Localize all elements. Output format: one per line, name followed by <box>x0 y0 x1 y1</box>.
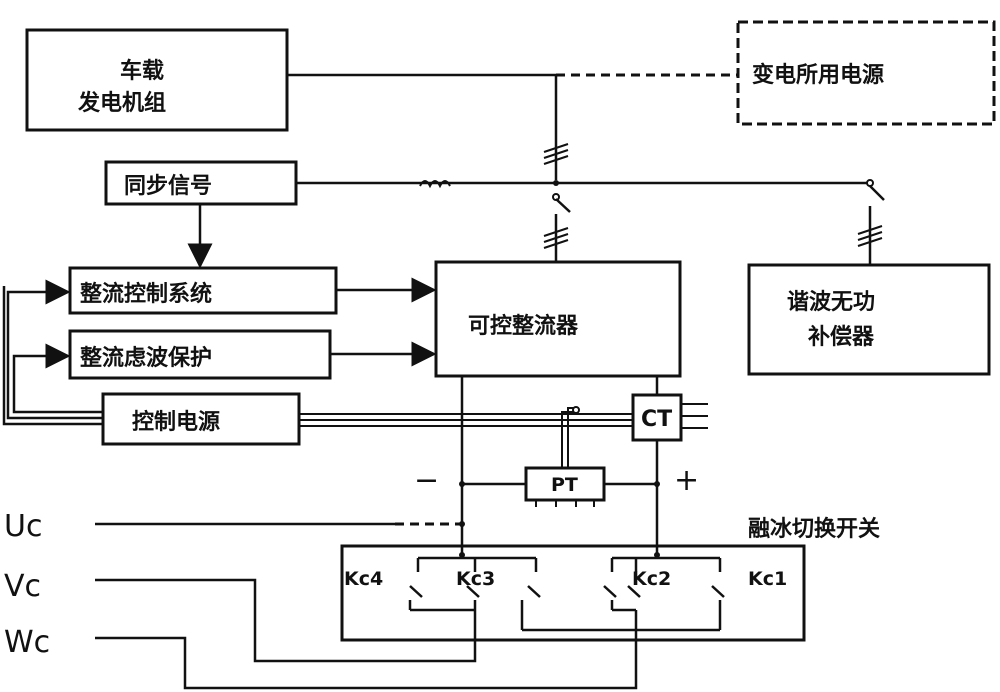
substation-power-label: 变电所用电源 <box>752 62 884 88</box>
sync-signal-label: 同步信号 <box>124 173 212 199</box>
kc3-switch <box>466 585 480 598</box>
pt-block: PT <box>524 466 606 507</box>
harmonic-compensator-label-2: 补偿器 <box>807 324 875 350</box>
compensator-feed-switch <box>869 185 885 201</box>
ct-mark-compensator <box>857 225 883 247</box>
dc-output: − + <box>414 376 708 558</box>
controlled-rectifier-label: 可控整流器 <box>468 313 579 339</box>
ct-block: CT <box>631 393 683 442</box>
kc3-label: Kc3 <box>456 568 495 590</box>
ct-mark-rectifier <box>543 227 569 249</box>
vc-label: Vc <box>4 569 41 604</box>
kc2-label: Kc2 <box>632 568 671 590</box>
control-power-label: 控制电源 <box>132 409 220 435</box>
minus-sign: − <box>414 463 439 498</box>
substation-power-block: 变电所用电源 <box>736 20 996 126</box>
sync-signal-block: 同步信号 <box>104 160 298 206</box>
kc4-label: Kc4 <box>344 568 383 590</box>
control-signal-lines <box>2 204 633 427</box>
harmonic-compensator-block: 谐波无功 补偿器 <box>747 263 991 376</box>
rectifier-filter-protection-label: 整流虑波保护 <box>80 345 212 371</box>
vehicle-generator-block: 车载 发电机组 <box>25 28 289 132</box>
controlled-rectifier-block: 可控整流器 <box>434 260 682 378</box>
rectifier-feed-switch <box>555 198 571 213</box>
phase-inputs: Uc Vc Wc <box>4 509 638 690</box>
deicing-switch-label: 融冰切换开关 <box>748 516 880 542</box>
kc1-switch <box>711 585 725 598</box>
deicing-switches: Kc4 Kc3 Kc2 Kc1 <box>344 556 787 632</box>
ct-mark-upper <box>543 143 569 165</box>
ct-label: CT <box>641 407 672 432</box>
sync-inductor <box>419 180 451 189</box>
plus-sign: + <box>674 463 699 498</box>
vehicle-generator-label-1: 车载 <box>120 58 164 84</box>
rectifier-control-system-label: 整流控制系统 <box>80 281 212 307</box>
pt-label: PT <box>551 474 578 496</box>
kc1-label: Kc1 <box>748 568 787 590</box>
power-bus <box>287 73 885 265</box>
control-power-block: 控制电源 <box>101 392 301 446</box>
wc-label: Wc <box>4 625 50 660</box>
deicing-switch-block: 融冰切换开关 <box>340 516 880 642</box>
vehicle-generator-label-2: 发电机组 <box>77 90 166 116</box>
rectifier-control-system-block: 整流控制系统 <box>68 266 338 315</box>
rectifier-filter-protection-block: 整流虑波保护 <box>68 329 332 380</box>
uc-label: Uc <box>4 509 42 544</box>
kc2-switch <box>603 585 617 598</box>
harmonic-compensator-label-1: 谐波无功 <box>787 290 875 315</box>
